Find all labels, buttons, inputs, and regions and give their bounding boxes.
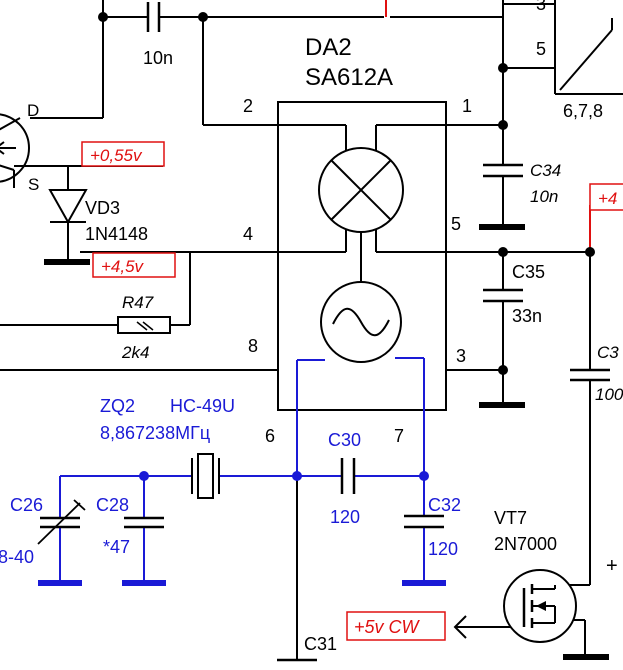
voltage-5v-cw: +5v CW <box>354 617 421 637</box>
pin-4-label: 4 <box>243 224 253 244</box>
pin-2-label: 2 <box>243 96 253 116</box>
c35-capacitor <box>483 288 523 303</box>
c28-value: *47 <box>103 537 130 557</box>
mixer-symbol <box>318 147 404 233</box>
zq2-package: HC-49U <box>170 396 235 416</box>
c35-ref: C35 <box>512 262 545 282</box>
r47-resistor <box>117 316 171 334</box>
c30-ref: C30 <box>328 430 361 450</box>
plus-sign: + <box>606 555 618 577</box>
c28-capacitor <box>124 516 164 529</box>
pin-1-label: 1 <box>462 96 472 116</box>
c34-capacitor <box>483 163 523 178</box>
c26-value: 8-40 <box>0 547 34 567</box>
c32-ref: C32 <box>428 495 461 515</box>
c31-ref: C31 <box>304 634 337 654</box>
ic-designator: DA2 <box>305 34 352 61</box>
c-top-capacitor <box>146 2 161 32</box>
voltage-055: +0,55v <box>90 146 143 165</box>
pin-6-label: 6 <box>265 426 275 446</box>
c32-ground <box>402 580 446 586</box>
voltage-edge: +4 <box>598 189 617 208</box>
vt7-transistor <box>503 569 577 643</box>
c30-capacitor <box>340 458 356 494</box>
c32-value: 120 <box>428 539 458 559</box>
vt7-ground <box>563 654 609 660</box>
voltage-boxes <box>81 141 623 641</box>
c36-value: 100 <box>595 385 623 404</box>
c32-capacitor <box>404 514 444 529</box>
connector-block <box>554 0 623 95</box>
c34-value: 10n <box>530 187 558 206</box>
c28-ground <box>122 580 166 586</box>
c26-ref: C26 <box>10 495 43 515</box>
c36-capacitor <box>570 368 610 382</box>
c35-value: 33n <box>512 306 542 326</box>
pin-8-label: 8 <box>248 336 258 356</box>
c-top-value: 10n <box>143 48 173 68</box>
vd3-ground <box>44 259 90 265</box>
vd3-diode <box>48 189 88 225</box>
c34-ref: C34 <box>530 161 561 180</box>
zq2-crystal <box>191 453 220 499</box>
da2-body <box>277 101 447 411</box>
connector-pins-678: 6,7,8 <box>563 101 603 121</box>
pin-5-label: 5 <box>451 214 461 234</box>
fet-source-label: S <box>28 175 39 194</box>
c26-ground <box>38 580 82 586</box>
oscillator-symbol <box>320 281 402 363</box>
fet-drain-label: D <box>27 101 39 120</box>
c28-ref: C28 <box>96 495 129 515</box>
voltage-45: +4,5v <box>101 257 145 276</box>
c36-ref: C3 <box>597 343 619 362</box>
black-wires <box>0 0 591 660</box>
c35-ground <box>479 402 525 408</box>
r47-ref: R47 <box>122 293 154 312</box>
red-wires <box>385 0 591 252</box>
pin-7-label: 7 <box>394 426 404 446</box>
vd3-part: 1N4148 <box>85 224 148 244</box>
pin-3-label: 3 <box>456 346 466 366</box>
zq2-ref: ZQ2 <box>100 396 135 416</box>
c26-trimmer <box>37 499 86 545</box>
connector-pin-3: 3 <box>536 0 546 14</box>
ic-part: SA612A <box>305 64 393 91</box>
connector-pin-5: 5 <box>536 39 546 59</box>
vd3-ref: VD3 <box>85 198 120 218</box>
vt7-ref: VT7 <box>494 508 527 528</box>
junction-dots <box>98 12 595 481</box>
zq2-freq: 8,867238МГц <box>100 423 210 443</box>
r47-value: 2k4 <box>121 343 149 362</box>
fet-partial <box>0 113 30 183</box>
blue-wires <box>59 357 425 580</box>
vt7-part: 2N7000 <box>494 534 557 554</box>
c34-ground <box>479 224 525 230</box>
c30-value: 120 <box>330 507 360 527</box>
